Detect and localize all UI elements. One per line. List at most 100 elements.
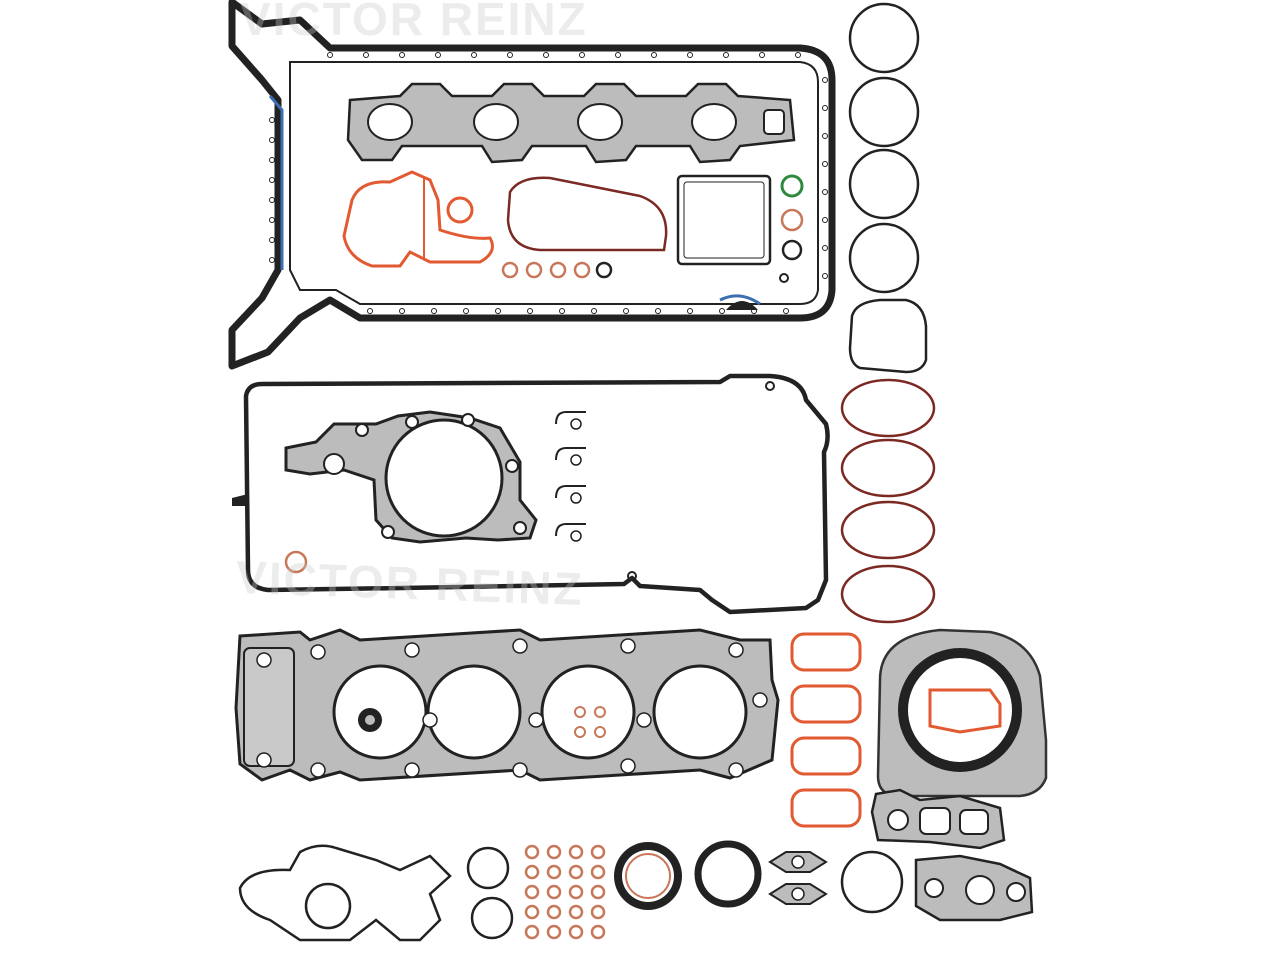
bolt-hole bbox=[269, 257, 275, 263]
bolt-hole bbox=[404, 642, 420, 658]
copper-washer bbox=[546, 904, 562, 920]
copper-washer bbox=[525, 261, 543, 279]
o-ring bbox=[848, 222, 920, 294]
rounded-square-gasket bbox=[848, 298, 928, 374]
bolt-hole bbox=[471, 52, 477, 58]
bolt-hole bbox=[269, 137, 275, 143]
flange-gasket-lower-right bbox=[914, 854, 1034, 922]
copper-ring bbox=[594, 706, 606, 718]
keyhole-gasket bbox=[555, 411, 586, 425]
copper-washer bbox=[524, 864, 540, 880]
square-gasket bbox=[676, 174, 772, 266]
bolt-hole bbox=[399, 308, 405, 314]
bolt-hole bbox=[422, 712, 438, 728]
intake-gasket bbox=[790, 684, 862, 724]
copper-washer bbox=[546, 924, 562, 940]
copper-ring bbox=[574, 726, 586, 738]
copper-washer bbox=[590, 884, 606, 900]
bolt-hole bbox=[310, 762, 326, 778]
bolt-hole bbox=[367, 308, 373, 314]
o-ring bbox=[848, 2, 920, 74]
bolt-hole bbox=[399, 52, 405, 58]
copper-washers-grid bbox=[524, 844, 606, 940]
copper-washer bbox=[501, 261, 519, 279]
oval-gasket bbox=[840, 500, 936, 560]
bolt-hole bbox=[327, 52, 333, 58]
keyhole-hole bbox=[570, 418, 582, 430]
small-seal-rings bbox=[779, 174, 804, 283]
copper-ring-small bbox=[284, 550, 308, 574]
bolt-hole bbox=[310, 644, 326, 660]
oval-gasket bbox=[840, 438, 936, 498]
bolt-hole bbox=[783, 308, 789, 314]
bolt-hole bbox=[623, 308, 629, 314]
copper-ring bbox=[594, 726, 606, 738]
bolt-hole bbox=[615, 52, 621, 58]
manifold-port bbox=[691, 103, 737, 141]
keyhole-hole bbox=[570, 530, 582, 542]
cylinder-head-gasket bbox=[234, 628, 780, 782]
copper-washer bbox=[524, 924, 540, 940]
bolt-hole bbox=[559, 308, 565, 314]
large-o-rings bbox=[848, 2, 920, 294]
bolt-hole bbox=[512, 762, 528, 778]
bolt-hole bbox=[651, 52, 657, 58]
oval-gasket bbox=[840, 564, 936, 624]
copper-washer bbox=[568, 904, 584, 920]
bolt-hole bbox=[495, 308, 501, 314]
copper-washer bbox=[524, 844, 540, 860]
bolt-hole bbox=[507, 52, 513, 58]
bolt-hole bbox=[822, 217, 828, 223]
copper-washer bbox=[524, 884, 540, 900]
bolt-hole bbox=[822, 105, 828, 111]
keyhole-hole bbox=[570, 492, 582, 504]
copper-washer bbox=[595, 261, 613, 279]
exhaust-manifold-gasket bbox=[346, 82, 796, 164]
bolt-hole bbox=[822, 161, 828, 167]
bolt-hole bbox=[687, 52, 693, 58]
bolt-hole bbox=[620, 638, 636, 654]
large-o-ring-bottom bbox=[840, 850, 904, 914]
copper-washer-row bbox=[501, 261, 613, 279]
bolt-hole bbox=[723, 52, 729, 58]
cylinder-head-bolt-holes bbox=[256, 638, 768, 778]
front-crank-seal bbox=[614, 842, 682, 910]
timing-cover-gasket bbox=[238, 844, 452, 942]
copper-o-rings-head bbox=[574, 706, 606, 738]
copper-washer bbox=[568, 924, 584, 940]
copper-washer bbox=[590, 844, 606, 860]
bolt-hole bbox=[269, 157, 275, 163]
bolt-hole bbox=[579, 52, 585, 58]
bolt-hole bbox=[822, 133, 828, 139]
bolt-hole bbox=[363, 52, 369, 58]
bolt-hole bbox=[620, 758, 636, 774]
bolt-hole bbox=[822, 273, 828, 279]
intake-gasket bbox=[790, 632, 862, 672]
keyhole-gaskets bbox=[555, 411, 586, 542]
bolt-hole bbox=[728, 642, 744, 658]
valve-cover-gasket bbox=[232, 373, 830, 615]
thermostat-housing-gasket bbox=[342, 170, 494, 268]
copper-washer bbox=[568, 884, 584, 900]
bolt-hole bbox=[822, 77, 828, 83]
bolt-hole bbox=[269, 237, 275, 243]
copper-washer bbox=[568, 844, 584, 860]
bolt-hole bbox=[404, 762, 420, 778]
bolt-hole bbox=[435, 52, 441, 58]
bolt-hole bbox=[269, 217, 275, 223]
bolt-hole bbox=[759, 52, 765, 58]
cylinder-bore bbox=[426, 664, 522, 760]
bolt-hole bbox=[655, 308, 661, 314]
cylinder-bore bbox=[332, 664, 428, 760]
o-ring bbox=[848, 148, 920, 220]
manifold-port bbox=[367, 103, 413, 141]
copper-washer bbox=[568, 864, 584, 880]
copper-ring bbox=[574, 706, 586, 718]
bolt-hole bbox=[591, 308, 597, 314]
copper-washer bbox=[573, 261, 591, 279]
keyhole-gasket bbox=[555, 485, 586, 499]
bolt-hole bbox=[719, 308, 725, 314]
bolt-hole bbox=[822, 189, 828, 195]
